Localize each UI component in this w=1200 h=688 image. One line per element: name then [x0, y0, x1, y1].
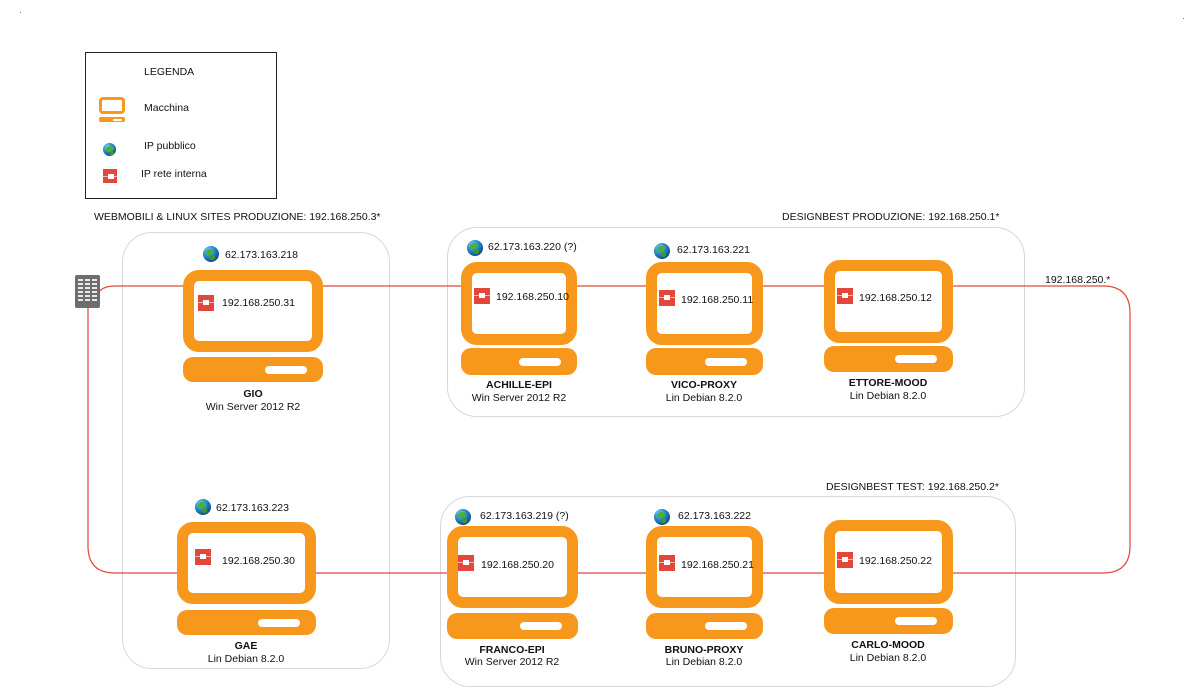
private-ip: 192.168.250.22 [859, 555, 932, 567]
machine-base-icon [461, 348, 577, 375]
globe-icon [455, 509, 471, 525]
public-ip: 62.173.163.219 (?) [480, 510, 569, 522]
legend-label: IP pubblico [144, 140, 196, 152]
machine-name: CARLO-MOOD [851, 639, 925, 651]
machine-os: Win Server 2012 R2 [471, 392, 567, 404]
machine-base-icon [99, 117, 125, 122]
network-label: 192.168.250.* [1045, 274, 1111, 286]
machine-name: GAE [234, 640, 258, 652]
private-ip: 192.168.250.20 [481, 559, 554, 571]
public-ip: 62.173.163.223 [216, 502, 289, 514]
group-label-designbest-produzione: DESIGNBEST PRODUZIONE: 192.168.250.1* [782, 211, 1000, 223]
machine-os: Lin Debian 8.2.0 [665, 392, 743, 404]
private-ip: 192.168.250.11 [681, 294, 754, 306]
monitor-icon [177, 522, 316, 604]
private-ip: 192.168.250.10 [496, 291, 569, 303]
monitor-icon [461, 262, 577, 345]
globe-icon [195, 499, 211, 515]
private-ip: 192.168.250.30 [222, 555, 295, 567]
private-ip: 192.168.250.21 [681, 559, 754, 571]
private-ip: 192.168.250.31 [222, 297, 295, 309]
machine-name: BRUNO-PROXY [664, 644, 744, 656]
lan-port-icon [198, 295, 214, 311]
machine-icon [99, 97, 125, 114]
corner-dot [20, 12, 21, 13]
machine-os: Win Server 2012 R2 [464, 656, 560, 668]
group-box-designbest-test [440, 496, 1016, 687]
legend-title: LEGENDA [144, 66, 195, 78]
monitor-icon [824, 260, 953, 343]
monitor-icon [646, 526, 763, 608]
lan-port-icon [474, 288, 490, 304]
group-label-webmobili: WEBMOBILI & LINUX SITES PRODUZIONE: 192.… [94, 211, 381, 223]
group-label-designbest-test: DESIGNBEST TEST: 192.168.250.2* [826, 481, 999, 493]
globe-icon [203, 246, 219, 262]
legend-item-machine: Macchina [86, 97, 276, 122]
building-icon [75, 275, 100, 308]
public-ip: 62.173.163.221 [677, 244, 750, 256]
group-box-designbest-produzione [447, 227, 1025, 417]
globe-icon [654, 243, 670, 259]
lan-port-icon [458, 555, 474, 571]
private-ip: 192.168.250.12 [859, 292, 932, 304]
network-cable [87, 285, 1131, 574]
lan-port-icon [837, 288, 853, 304]
machine-base-icon [447, 613, 578, 639]
machine-os: Lin Debian 8.2.0 [665, 656, 743, 668]
machine-name: VICO-PROXY [671, 379, 737, 391]
globe-icon [467, 240, 483, 256]
machine-base-icon [177, 610, 316, 635]
monitor-icon [447, 526, 578, 608]
machine-os: Lin Debian 8.2.0 [849, 652, 927, 664]
lan-port-icon [103, 169, 117, 183]
group-box-webmobili [122, 232, 390, 669]
machine-os: Lin Debian 8.2.0 [207, 653, 285, 665]
globe-icon [103, 143, 116, 156]
corner-dot [1183, 18, 1184, 19]
public-ip: 62.173.163.220 (?) [488, 241, 577, 253]
machine-base-icon [646, 613, 763, 639]
machine-base-icon [824, 608, 953, 634]
lan-port-icon [195, 549, 211, 565]
legend-item-public-ip: IP pubblico [86, 138, 276, 162]
machine-name: ETTORE-MOOD [848, 377, 928, 389]
legend-box: LEGENDA Macchina IP pubblico IP rete int… [85, 52, 277, 199]
lan-port-icon [837, 552, 853, 568]
machine-base-icon [183, 357, 323, 382]
monitor-icon [824, 520, 953, 604]
machine-os: Win Server 2012 R2 [205, 401, 301, 413]
machine-name: GIO [243, 388, 263, 400]
public-ip: 62.173.163.222 [678, 510, 751, 522]
legend-label: Macchina [144, 102, 189, 114]
monitor-icon [183, 270, 323, 352]
globe-icon [654, 509, 670, 525]
legend-label: IP rete interna [141, 168, 207, 180]
machine-base-icon [824, 346, 953, 372]
lan-port-icon [659, 555, 675, 571]
machine-base-icon [646, 348, 763, 375]
machine-name: ACHILLE-EPI [486, 379, 552, 391]
legend-item-private-ip: IP rete interna [86, 166, 276, 190]
lan-port-icon [659, 290, 675, 306]
machine-name: FRANCO-EPI [479, 644, 545, 656]
public-ip: 62.173.163.218 [225, 249, 298, 261]
machine-os: Lin Debian 8.2.0 [849, 390, 927, 402]
